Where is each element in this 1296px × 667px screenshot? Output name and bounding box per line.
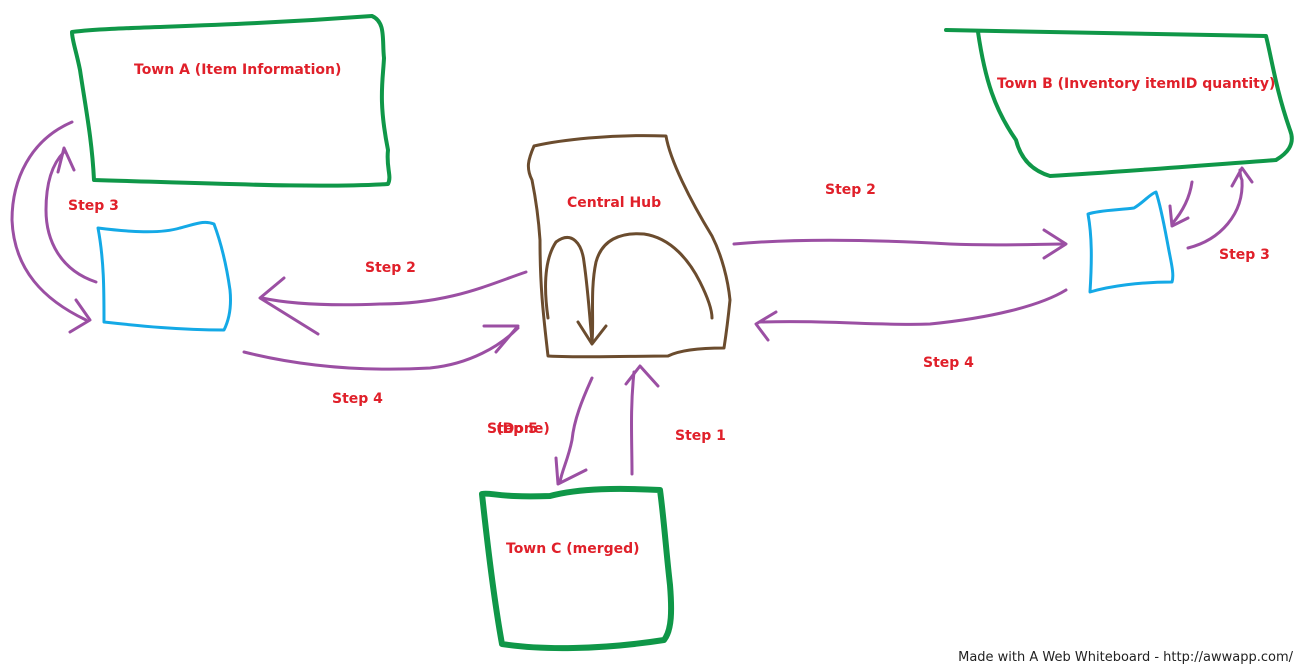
footer-credit: Made with A Web Whiteboard - http://awwa… [958, 650, 1293, 665]
step-3-left-arrow [10, 120, 88, 322]
step-4-left-arrowhead [482, 324, 520, 354]
step-3-left-arrowhead [68, 298, 92, 334]
step-2-left-arrowhead [258, 276, 320, 336]
step-1-arrow [630, 370, 636, 476]
step-4-right-arrowhead [754, 310, 778, 342]
step-5-arrow [558, 376, 594, 484]
step-2-left-arrow [260, 270, 528, 307]
step-4-right-label: Step 4 [923, 355, 974, 371]
central-hub-inner-arrowhead [576, 320, 608, 346]
central-hub-box [526, 134, 732, 359]
step-4-left-arrow [242, 326, 520, 371]
step-2-right-arrowhead [1042, 228, 1068, 260]
central-hub-inner-loop [544, 236, 594, 344]
step-4-left-label: Step 4 [332, 391, 383, 407]
town-c-box [479, 485, 675, 652]
step-5-label: Step 5 [487, 421, 538, 437]
step-4-right-arrow [758, 288, 1068, 326]
step-1-label: Step 1 [675, 428, 726, 444]
step-5-note: (Done) [496, 421, 550, 437]
step-3-left-return-arrow [44, 150, 98, 284]
step-3-right-arrowhead [1168, 204, 1190, 228]
step-3-right-return-arrowhead [1230, 166, 1254, 188]
step-1-arrowhead [624, 364, 660, 388]
queue-box-right [1086, 190, 1175, 294]
town-c-label: Town C (merged) [506, 541, 640, 557]
queue-box-left [96, 220, 232, 332]
town-a-box [70, 14, 392, 188]
town-a-label: Town A (Item Information) [134, 62, 342, 78]
step-2-right-arrow [732, 238, 1066, 247]
town-b-label: Town B (Inventory itemID quantity) [997, 76, 1276, 92]
step-3-left-return-arrowhead [56, 146, 76, 174]
step-5-label-group: Step 5 (Done) [487, 421, 559, 438]
step-2-left-label: Step 2 [365, 260, 416, 276]
central-hub-label: Central Hub [567, 195, 662, 211]
step-3-left-label: Step 3 [68, 198, 119, 214]
step-3-right-label: Step 3 [1219, 247, 1270, 263]
step-2-right-label: Step 2 [825, 182, 876, 198]
step-3-right-arrow [1170, 180, 1194, 226]
step-5-arrowhead [554, 456, 588, 486]
central-hub-inner-loop [590, 232, 714, 344]
town-b-box [944, 28, 1294, 178]
